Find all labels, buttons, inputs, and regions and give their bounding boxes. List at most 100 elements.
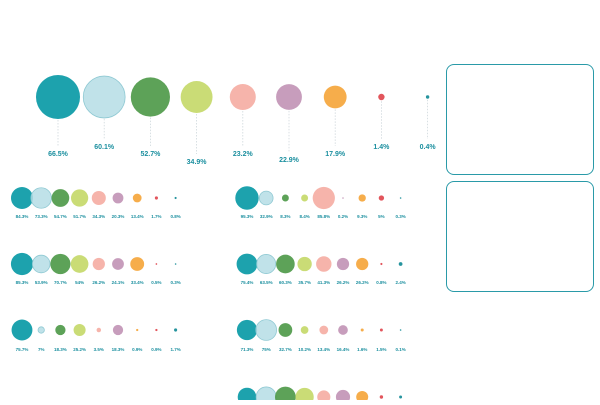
bubble-label-small-1-0: 84.3% [16,214,29,219]
bubble-label-small-6-8: 0.1% [395,347,405,352]
bubble-main-0 [35,74,81,120]
bubble-small-1-1 [30,187,52,209]
bubble-label-main-4: 23.2% [233,151,254,158]
bubble-small-2-5 [342,197,344,199]
bubble-label-small-6-6: 1.6% [357,347,367,352]
bubble-main-7 [378,93,385,101]
bubble-label-small-2-2: 8.3% [280,214,290,219]
bubble-label-small-1-3: 51.7% [73,214,86,219]
bubble-small-1-5 [112,192,124,204]
bubble-label-small-6-0: 71.3% [241,347,254,352]
bubble-label-small-4-4: 41.3% [317,280,330,285]
bubble-label-small-3-5: 24.1% [112,280,125,285]
bubble-label-small-6-4: 13.4% [317,347,330,352]
bubble-label-main-5: 22.9% [279,157,300,164]
bubble-label-main-7: 1.4% [373,144,390,151]
bubble-main-4 [229,83,256,111]
bubble-small-7-2 [275,386,296,405]
bubble-small-5-5 [112,324,124,336]
bubble-label-small-3-0: 85.3% [16,280,29,285]
bubble-label-small-2-6: 9.3% [357,214,367,219]
bubble-label-small-2-0: 95.3% [241,214,254,219]
bubble-main-2 [130,77,171,117]
bubble-small-3-1 [31,254,51,274]
bubble-label-main-3: 34.9% [187,159,208,166]
bubble-main-1 [82,75,126,119]
bubble-label-small-1-1: 73.3% [35,214,48,219]
bubble-small-3-0 [10,252,34,276]
bubble-small-2-7 [378,195,385,201]
bubble-small-3-5 [112,258,124,270]
bubble-small-2-1 [258,190,274,206]
bubble-small-3-4 [92,257,105,271]
bubble-small-5-4 [96,327,102,333]
bubble-label-main-2: 52.7% [140,151,161,158]
bubble-small-6-8 [399,329,402,331]
bubble-label-small-5-8: 1.7% [170,347,180,352]
bubble-label-small-6-3: 10.2% [298,347,311,352]
bubble-small-4-0 [236,253,258,275]
bubble-label-small-1-6: 13.4% [131,214,144,219]
bubble-label-small-5-3: 25.2% [73,347,86,352]
bubble-label-small-2-3: 8.4% [299,214,309,219]
bubble-small-2-3 [301,194,309,202]
bubble-label-small-6-2: 32.7% [279,347,292,352]
bubble-small-4-5 [336,257,350,271]
bubble-small-2-0 [235,186,259,210]
bubble-small-2-2 [281,194,289,202]
bubble-label-small-4-6: 26.2% [356,280,369,285]
bubble-label-main-8: 0.4% [420,144,437,151]
bubble-main-5 [276,84,302,110]
bubble-label-small-5-7: 0.9% [151,347,161,352]
bubble-label-small-5-2: 18.3% [54,347,67,352]
info-panel-bottom [446,181,594,292]
bubble-small-7-1 [255,386,277,405]
bubble-small-4-1 [256,254,277,274]
bubble-small-1-2 [51,189,70,207]
bubble-label-small-1-2: 54.7% [54,214,67,219]
bubble-label-small-2-1: 32.9% [260,214,273,219]
bubble-label-small-3-4: 26.2% [92,280,105,285]
bubble-small-6-1 [255,319,277,341]
bubble-label-small-2-7: 5% [378,214,385,219]
bubble-small-5-8 [174,328,178,332]
bubble-label-small-4-5: 26.2% [337,280,350,285]
bubble-label-small-6-5: 16.4% [337,347,350,352]
bubble-small-7-7 [379,395,384,399]
bubble-main-8 [425,95,430,99]
bubble-small-4-2 [276,254,295,274]
bubble-small-2-6 [358,194,366,202]
chart-small-4: 75.4%63.5%60.3%35.7%41.3%26.2%26.2%0.8%2… [236,253,406,285]
bubble-label-small-2-4: 85.8% [317,214,330,219]
bubble-small-7-8 [399,395,403,399]
bubble-label-small-5-0: 75.7% [16,347,29,352]
bubble-small-2-4 [312,186,335,210]
bubble-label-small-3-6: 33.4% [131,280,144,285]
bubble-small-3-2 [50,253,71,275]
bubble-label-small-4-1: 63.5% [260,280,273,285]
bubble-small-6-0 [236,319,258,341]
bubble-label-small-1-7: 1.7% [151,214,161,219]
bubble-small-7-4 [317,390,331,404]
bubble-label-small-5-5: 18.3% [112,347,125,352]
bubble-label-small-5-6: 0.9% [132,347,142,352]
bubble-small-3-7 [155,263,158,265]
bubble-label-small-6-7: 1.5% [376,347,386,352]
bubble-small-7-0 [237,387,257,405]
bubble-label-small-1-5: 20.3% [112,214,125,219]
bubble-small-1-4 [91,190,106,206]
bubble-label-small-4-2: 60.3% [279,280,292,285]
bubble-small-3-8 [174,263,177,265]
bubble-small-4-7 [380,262,383,266]
bubble-small-7-6 [356,391,369,403]
bubble-small-3-3 [70,255,89,273]
bubble-small-5-3 [73,323,86,337]
chart-small-3: 85.3%53.9%70.7%54%26.2%24.1%33.4%0.5%0.3… [10,252,181,285]
bubble-label-main-1: 60.1% [94,144,115,151]
bubble-label-small-3-1: 53.9% [35,280,48,285]
bubble-small-6-5 [338,325,348,335]
bubble-label-small-4-7: 0.8% [376,280,386,285]
bubble-small-5-0 [11,319,33,341]
bubble-label-small-2-8: 0.3% [395,214,405,219]
bubble-small-1-6 [132,193,142,203]
